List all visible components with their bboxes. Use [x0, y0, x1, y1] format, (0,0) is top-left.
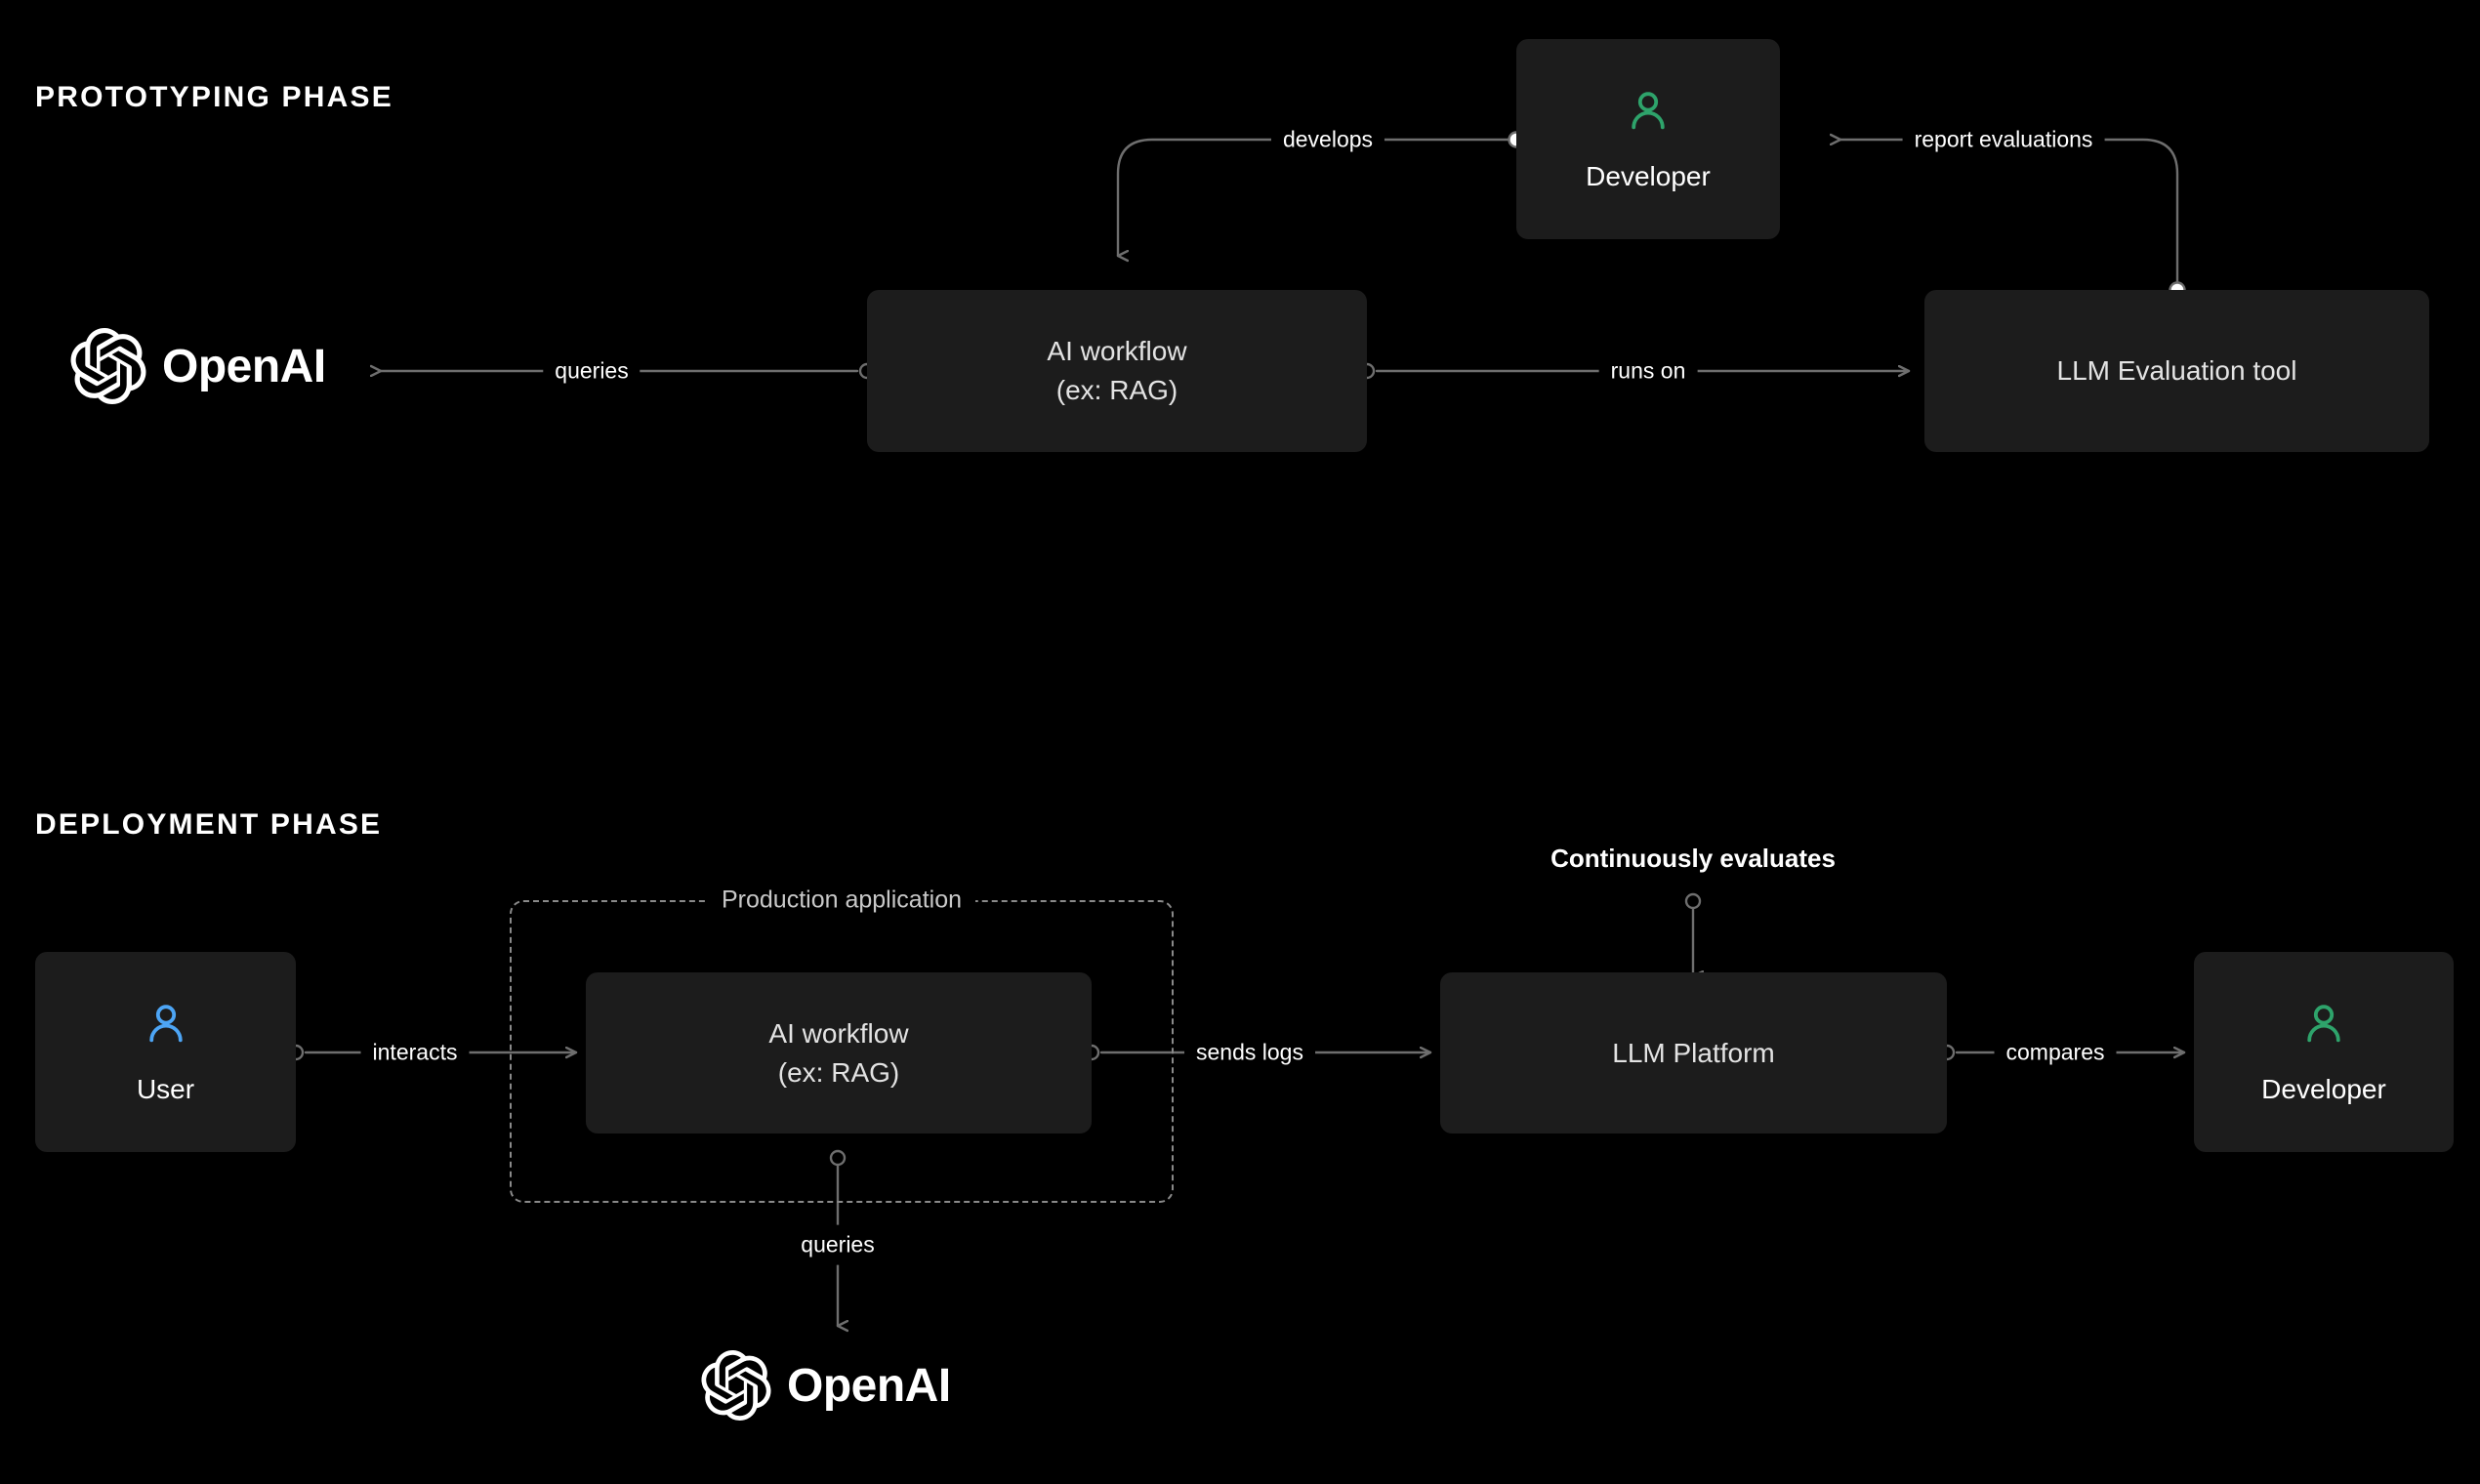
node-user-label: User — [136, 1073, 195, 1104]
node-llm-platform-label: LLM Platform — [1612, 1037, 1775, 1068]
node-developer-prototyping-label: Developer — [1586, 160, 1711, 191]
phase-title-deployment: DEPLOYMENT PHASE — [35, 808, 383, 841]
node-ai-workflow-prototyping[interactable]: AI workflow (ex: RAG) — [867, 290, 1367, 452]
edge-label-runs-on: runs on — [1598, 350, 1698, 392]
node-llm-evaluation-tool-label: LLM Evaluation tool — [2056, 355, 2297, 387]
edge-label-compares: compares — [1994, 1032, 2117, 1073]
edge-label-queries-bottom: queries — [789, 1224, 887, 1265]
node-developer-prototyping[interactable]: Developer — [1516, 39, 1780, 239]
openai-logo-prototyping: OpenAI — [70, 327, 326, 405]
node-ai-workflow-deployment-label: AI workflow (ex: RAG) — [768, 1017, 909, 1088]
openai-logo-text-deployment: OpenAI — [787, 1359, 951, 1412]
node-ai-workflow-prototyping-label: AI workflow (ex: RAG) — [1047, 336, 1187, 405]
node-llm-platform[interactable]: LLM Platform — [1440, 972, 1947, 1134]
openai-logo-text-prototyping: OpenAI — [162, 340, 326, 392]
person-icon — [2307, 1004, 2340, 1042]
callout-continuously-evaluates: Continuously evaluates — [1550, 844, 1836, 873]
person-icon — [148, 1004, 183, 1042]
openai-logo-icon — [70, 328, 146, 405]
node-developer-deployment[interactable]: Developer — [2194, 952, 2454, 1152]
person-icon — [1632, 91, 1665, 129]
edge-label-develops: develops — [1270, 119, 1385, 160]
node-ai-workflow-deployment[interactable]: AI workflow (ex: RAG) — [586, 972, 1092, 1134]
edge-continuously-evaluates-source-dot — [1684, 892, 1702, 910]
edge-label-interacts: interacts — [360, 1032, 470, 1073]
node-llm-evaluation-tool[interactable]: LLM Evaluation tool — [1924, 290, 2429, 452]
openai-logo-icon — [701, 1350, 771, 1422]
edge-label-sends-logs: sends logs — [1184, 1032, 1315, 1073]
edge-report-evaluations-path — [1840, 140, 2179, 292]
group-production-application-label: Production application — [708, 886, 975, 915]
edge-label-report-evaluations: report evaluations — [1902, 119, 2105, 160]
edge-label-queries: queries — [543, 350, 641, 392]
openai-logo-deployment: OpenAI — [701, 1349, 951, 1422]
phase-title-prototyping: PROTOTYPING PHASE — [35, 81, 393, 113]
node-developer-deployment-label: Developer — [2261, 1073, 2386, 1104]
node-user[interactable]: User — [35, 952, 296, 1152]
